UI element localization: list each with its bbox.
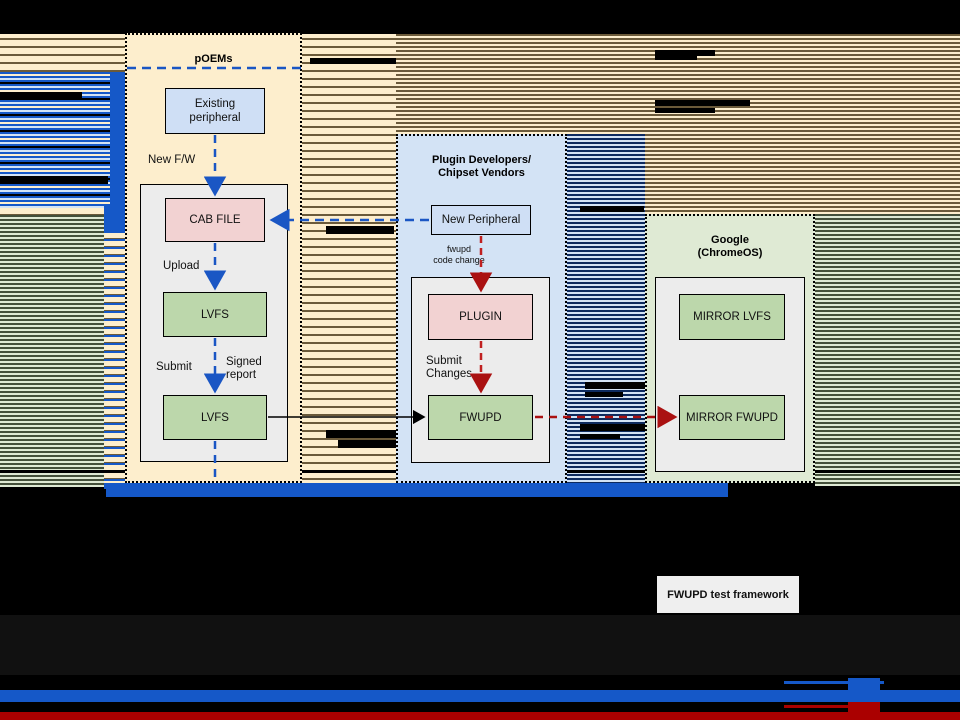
edge-label-signed-report-line2: report: [226, 369, 257, 381]
node-lvfs-upload[interactable]: LVFS: [163, 292, 267, 337]
node-fwupd[interactable]: FWUPD: [428, 395, 533, 440]
edge-label-new-fw: New F/W: [148, 154, 196, 166]
swimlane-plugin-title-line1: Plugin Developers/: [431, 154, 532, 166]
swimlane-google-title-line2: (ChromeOS): [697, 247, 763, 259]
node-plugin[interactable]: PLUGIN: [428, 294, 533, 340]
edge-label-fwupd-code-change-line2: code change: [433, 255, 485, 265]
node-existing-peripheral-line1: Existing: [194, 98, 236, 110]
node-cab-file[interactable]: CAB FILE: [165, 198, 265, 242]
node-fwupd-test-framework-label: FWUPD test framework: [667, 588, 789, 601]
edge-label-submit-changes-line1: Submit: [426, 355, 462, 367]
node-mirror-fwupd[interactable]: MIRROR FWUPD: [679, 395, 785, 440]
edge-label-fwupd-code-change-line1: fwupd: [446, 244, 472, 254]
node-fwupd-test-framework[interactable]: FWUPD test framework: [656, 575, 800, 614]
node-lvfs-upload-label: LVFS: [201, 308, 229, 321]
swimlane-google-title-line1: Google: [711, 234, 749, 246]
swimlane-plugin-title-line2: Chipset Vendors: [438, 167, 525, 179]
edge-label-submit-changes-line2: Changes: [426, 368, 473, 380]
node-fwupd-label: FWUPD: [459, 411, 502, 424]
node-existing-peripheral[interactable]: Existing peripheral: [165, 88, 265, 134]
node-existing-peripheral-line2: peripheral: [189, 112, 241, 124]
node-mirror-fwupd-label: MIRROR FWUPD: [686, 411, 778, 424]
node-lvfs-submit[interactable]: LVFS: [163, 395, 267, 440]
node-mirror-lvfs-label: MIRROR LVFS: [693, 311, 771, 323]
node-new-peripheral-label: New Peripheral: [441, 214, 521, 226]
node-cab-file-label: CAB FILE: [189, 214, 241, 226]
node-plugin-label: PLUGIN: [459, 311, 502, 323]
edge-label-submit: Submit: [156, 361, 192, 373]
node-mirror-lvfs[interactable]: MIRROR LVFS: [679, 294, 785, 340]
swimlane-poems-title: pOEMs: [194, 53, 233, 65]
edge-label-signed-report-line1: Signed: [226, 356, 262, 368]
node-new-peripheral[interactable]: New Peripheral: [431, 205, 531, 235]
edge-label-upload: Upload: [163, 260, 200, 272]
node-lvfs-submit-label: LVFS: [201, 411, 229, 424]
